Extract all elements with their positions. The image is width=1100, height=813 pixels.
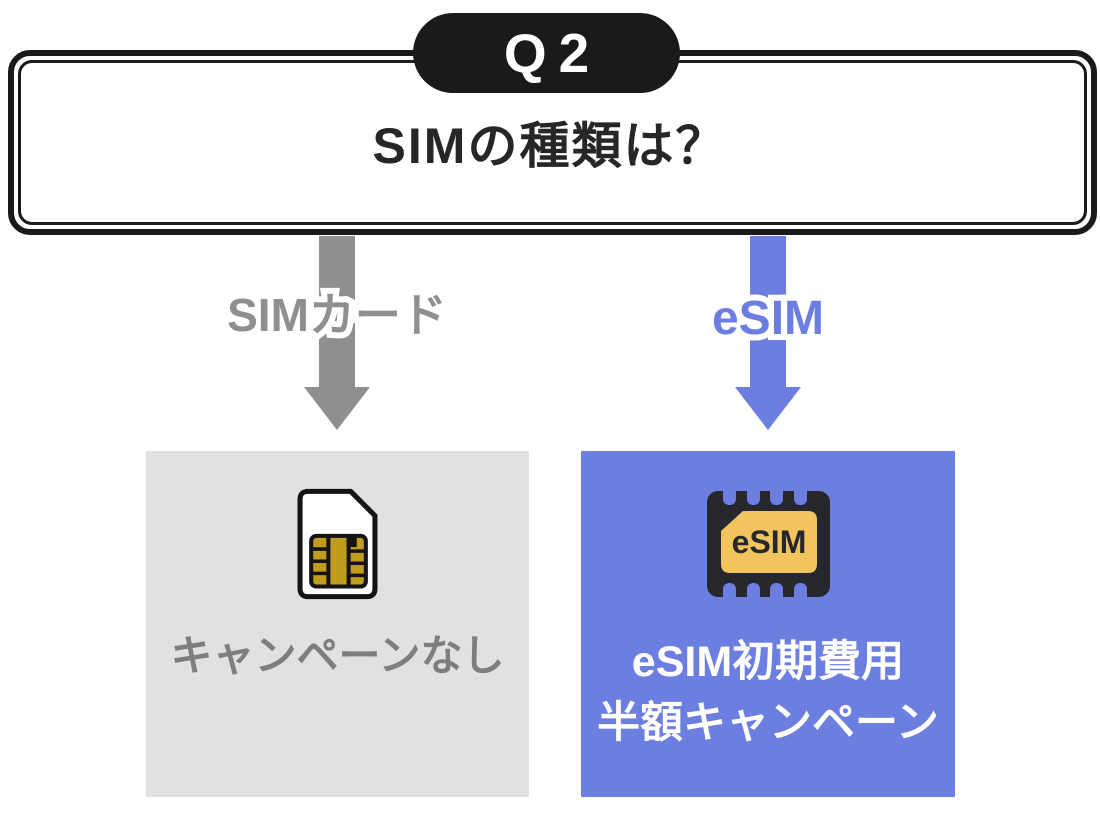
card-caption-esim-line2: 半額キャンペーン — [597, 699, 939, 747]
result-card-sim-card: キャンペーンなし — [146, 451, 529, 797]
card-caption-no-campaign: キャンペーンなし — [170, 632, 505, 679]
branch-label-sim-card: SIMカード SIMカード — [137, 284, 537, 346]
branch-label-esim: eSIM eSIM — [568, 288, 968, 350]
down-arrow-icon-right — [735, 236, 801, 430]
question-number-badge: Q2 — [413, 13, 680, 93]
branch-label-esim-text: eSIM — [711, 292, 825, 345]
card-caption-esim-line1: eSIM初期費用 — [631, 638, 905, 686]
esim-chip-label: eSIM — [731, 524, 806, 560]
question-title: SIMの種類は？ — [372, 118, 728, 174]
question-number-label: Q2 — [503, 22, 602, 84]
branch-label-esim-halo: eSIM — [706, 288, 830, 350]
sim-card-icon — [297, 488, 378, 600]
branch-label-sim-card-text: SIMカード — [227, 289, 447, 341]
result-card-esim: eSIM eSIM初期費用 半額キャンペーン — [581, 451, 955, 797]
down-arrow-icon-left — [304, 236, 370, 430]
branch-label-sim-card-halo: SIMカード — [221, 284, 453, 346]
esim-chip-icon: eSIM — [705, 483, 832, 605]
